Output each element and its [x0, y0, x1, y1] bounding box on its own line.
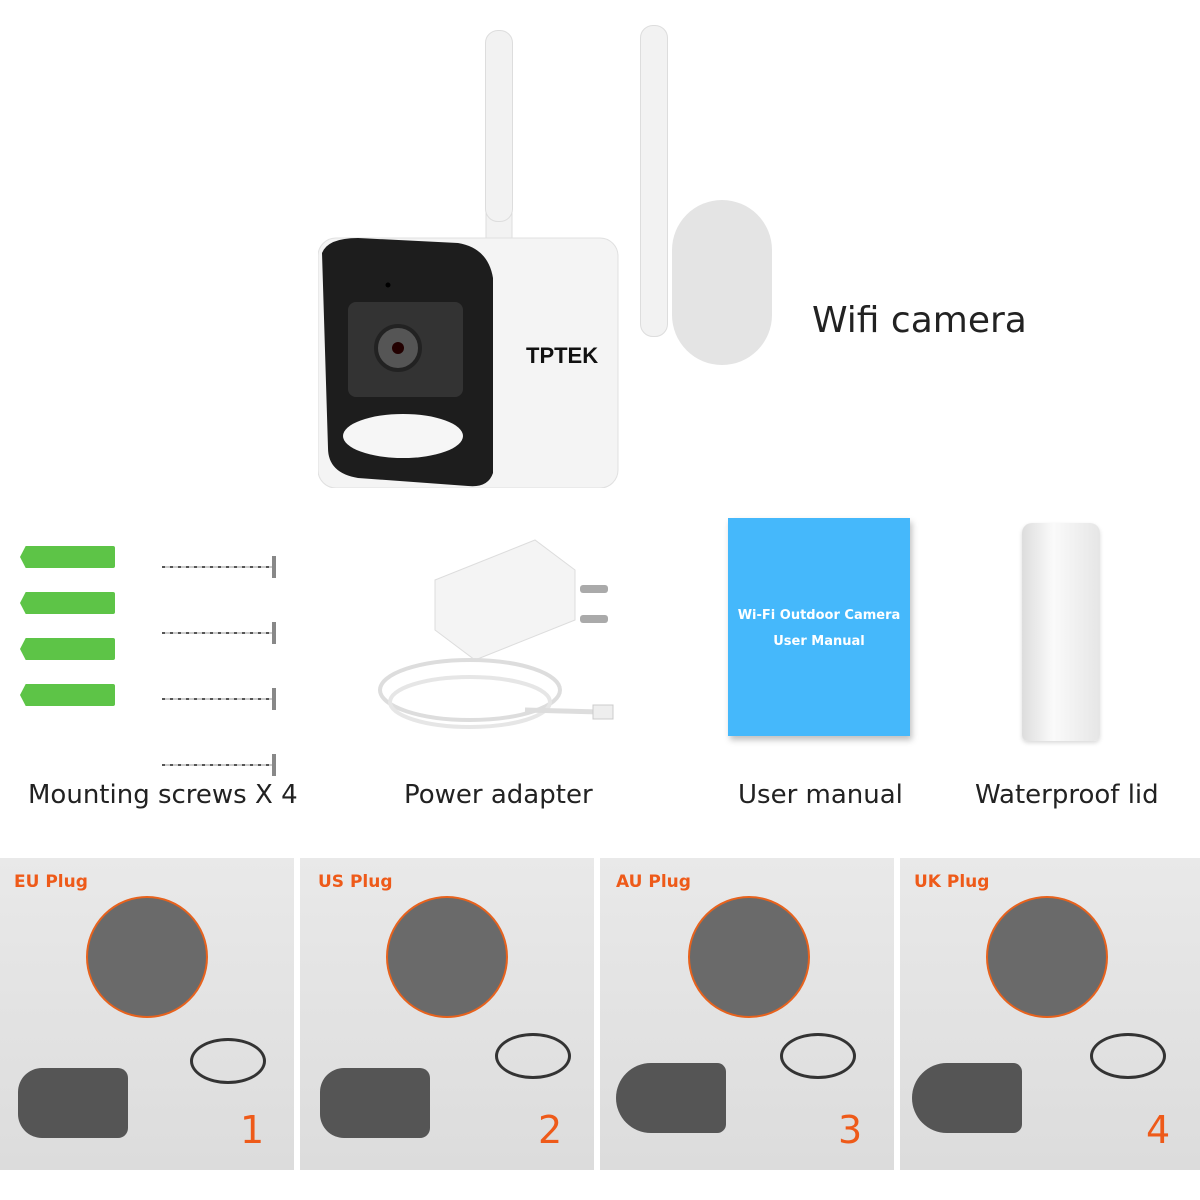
- anchor-icon: [20, 638, 115, 660]
- user-manual-image: Wi-Fi Outdoor Camera User Manual: [728, 518, 910, 736]
- svg-text:TPTEK: TPTEK: [526, 343, 598, 368]
- anchor-icon: [20, 546, 115, 568]
- anchor-icon: [20, 592, 115, 614]
- plug-panel-eu: EU Plug 1: [0, 858, 294, 1170]
- manual-cover-title: Wi-Fi Outdoor Camera: [737, 608, 901, 623]
- plug-number: 2: [538, 1108, 563, 1152]
- plug-title: US Plug: [318, 872, 393, 892]
- adapter-icon: [320, 1068, 430, 1138]
- user-manual-label: User manual: [738, 780, 903, 810]
- screw-icon: [162, 688, 276, 710]
- manual-cover-subtitle: User Manual: [773, 634, 865, 649]
- plug-title: UK Plug: [914, 872, 990, 892]
- screw-anchors: [20, 546, 115, 706]
- wifi-camera-image: TPTEK: [317, 27, 638, 489]
- screw-icon: [162, 754, 276, 776]
- eu-plug-closeup-icon: [86, 896, 208, 1018]
- uk-plug-closeup-icon: [986, 896, 1108, 1018]
- waterproof-lid-label: Waterproof lid: [975, 780, 1159, 810]
- power-adapter-icon: [378, 539, 614, 729]
- plug-panel-us: US Plug 2: [300, 858, 594, 1170]
- plug-panel-au: AU Plug 3: [600, 858, 894, 1170]
- plug-number: 3: [838, 1108, 863, 1152]
- antenna-left: [485, 30, 513, 222]
- waterproof-lid-image: [1022, 523, 1100, 741]
- screw-icon: [162, 556, 276, 578]
- au-plug-closeup-icon: [688, 896, 810, 1018]
- cable-icon: [1090, 1033, 1166, 1079]
- cable-icon: [780, 1033, 856, 1079]
- us-plug-closeup-icon: [386, 896, 508, 1018]
- power-adapter-label: Power adapter: [404, 780, 593, 810]
- camera-icon: TPTEK: [317, 27, 619, 489]
- screws: [162, 556, 276, 776]
- plug-number: 4: [1146, 1108, 1171, 1152]
- adapter-icon: [912, 1063, 1022, 1133]
- wall-mount: [672, 200, 772, 365]
- anchor-icon: [20, 684, 115, 706]
- antenna-right: [640, 25, 668, 337]
- adapter-icon: [616, 1063, 726, 1133]
- adapter-icon: [18, 1068, 128, 1138]
- cable-icon: [495, 1033, 571, 1079]
- wifi-camera-label: Wifi camera: [812, 300, 1027, 341]
- power-adapter-image: [375, 530, 615, 750]
- plug-number: 1: [240, 1108, 265, 1152]
- plug-title: AU Plug: [616, 872, 691, 892]
- screw-icon: [162, 622, 276, 644]
- cable-icon: [190, 1038, 266, 1084]
- plug-title: EU Plug: [14, 872, 88, 892]
- mounting-screws-label: Mounting screws X 4: [28, 780, 298, 810]
- plug-panel-uk: UK Plug 4: [900, 858, 1200, 1170]
